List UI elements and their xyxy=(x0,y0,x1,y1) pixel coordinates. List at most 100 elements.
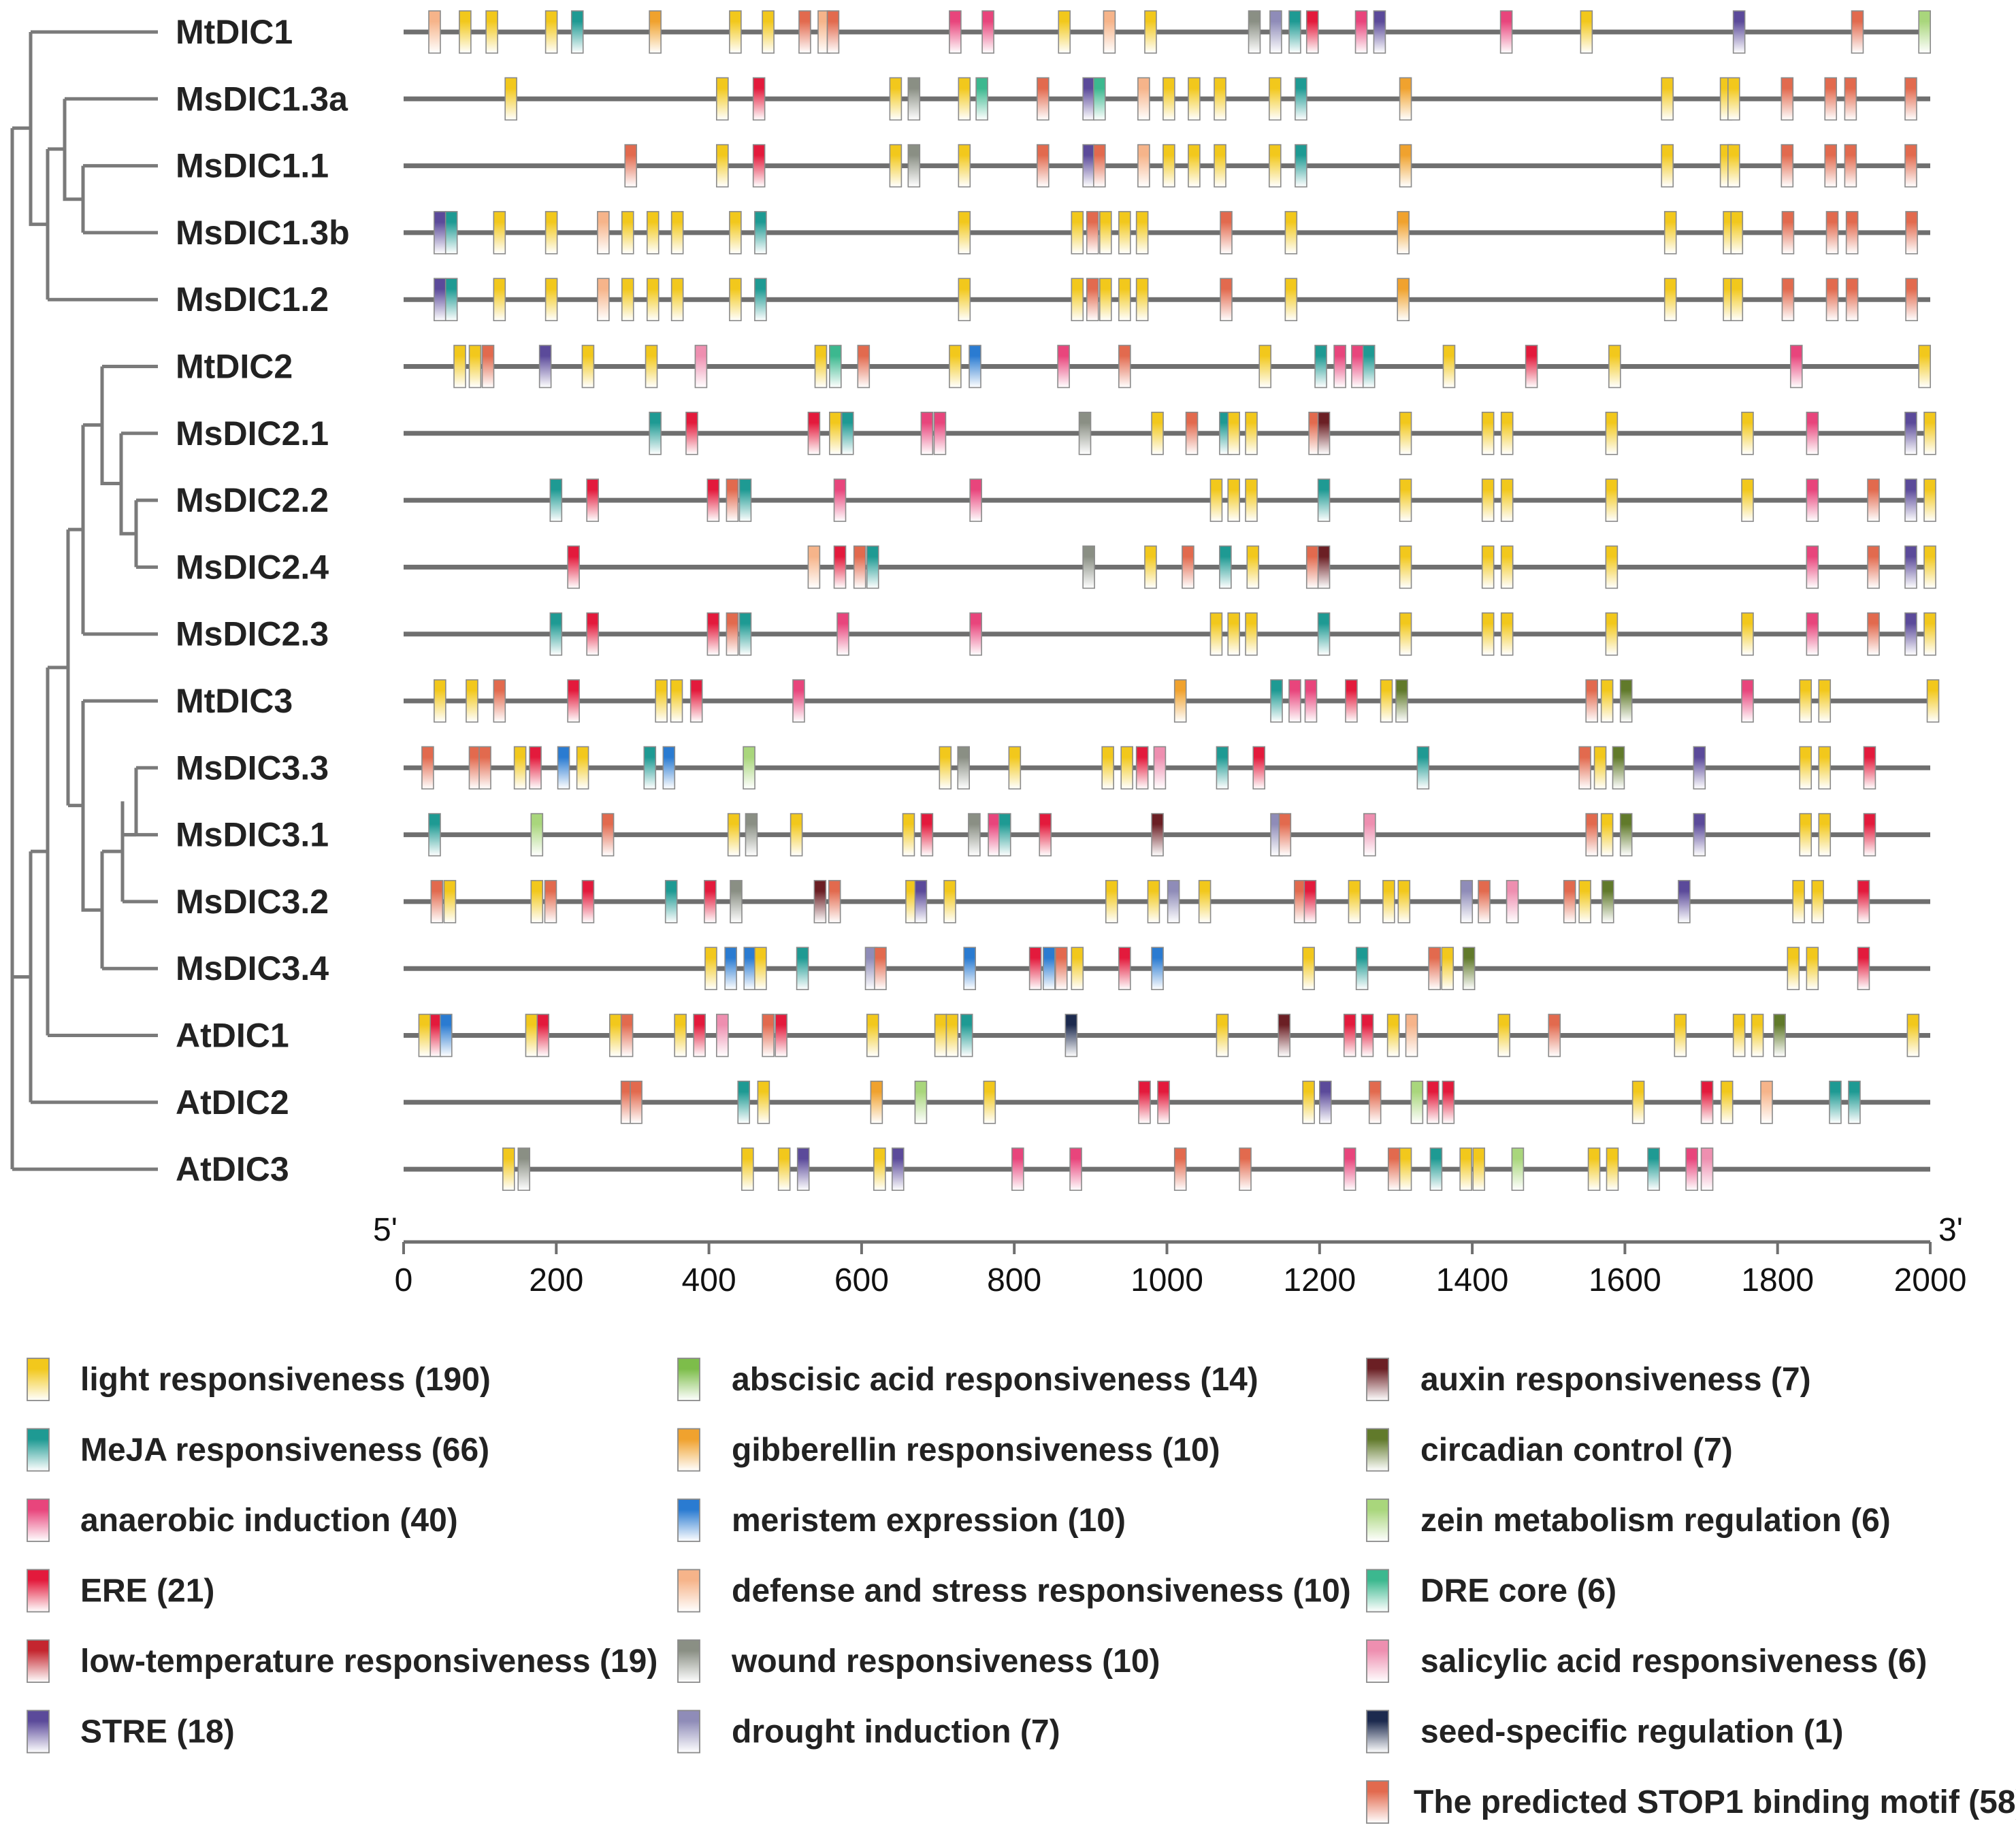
cis-element-light xyxy=(1500,411,1514,455)
gene-row: MsDIC1.3a xyxy=(176,77,1930,121)
cis-element-circadian xyxy=(1462,947,1476,990)
legend-item-zein: zein metabolism regulation (6) xyxy=(1366,1499,1891,1542)
cis-element-stre xyxy=(434,278,446,322)
cis-element-light xyxy=(1926,679,1940,723)
axis-tick-label: 400 xyxy=(682,1262,736,1298)
cis-element-light xyxy=(704,947,717,990)
legend-item-drought: drought induction (7) xyxy=(677,1709,1060,1754)
cis-element-auxin xyxy=(1151,813,1164,857)
cis-element-meristem xyxy=(662,746,676,790)
legend-item-anaerobic: anaerobic induction (40) xyxy=(27,1499,458,1542)
cis-element-stop1 xyxy=(1185,411,1199,455)
cis-element-anaerobic xyxy=(969,612,982,656)
cis-element-stre xyxy=(891,1147,905,1191)
cis-element-light xyxy=(1071,278,1084,322)
cis-element-stop1 xyxy=(1781,77,1794,121)
cis-element-light xyxy=(1071,211,1084,255)
cis-element-stop1 xyxy=(481,344,495,389)
cis-element-light xyxy=(1214,77,1226,121)
cis-element-stop1 xyxy=(430,880,444,923)
cis-element-ere xyxy=(1700,1081,1714,1124)
cis-element-dre xyxy=(975,77,988,121)
cis-element-auxin xyxy=(1317,545,1331,589)
cis-element-light xyxy=(1399,411,1412,455)
cis-element-light xyxy=(1811,880,1824,923)
cis-element-meja xyxy=(1647,1147,1660,1191)
cis-element-stop1 xyxy=(1845,211,1859,255)
cis-element-defense xyxy=(807,545,821,589)
cis-element-defense xyxy=(1137,77,1150,121)
cis-element-wound xyxy=(1082,545,1095,589)
cis-element-ere xyxy=(1427,1081,1440,1124)
cis-element-light xyxy=(777,1147,791,1191)
cis-element-light xyxy=(1481,411,1495,455)
cis-element-light xyxy=(504,77,517,121)
cis-element-light xyxy=(945,1013,959,1058)
cis-element-stop1 xyxy=(1781,144,1794,188)
cis-element-light xyxy=(493,278,506,322)
cis-element-zein xyxy=(914,1081,928,1124)
cis-element-stop1 xyxy=(1825,211,1839,255)
cis-element-wound xyxy=(1078,411,1092,455)
cis-element-anaerobic xyxy=(836,612,849,656)
phylogenetic-tree xyxy=(10,30,158,1171)
cis-element-meja xyxy=(960,1013,973,1058)
gene-rows: MtDIC1MsDIC1.3aMsDIC1.1MsDIC1.3bMsDIC1.2… xyxy=(176,10,1940,1191)
cis-element-light xyxy=(1818,813,1832,857)
cis-element-light xyxy=(544,10,558,54)
cis-element-light xyxy=(1399,1147,1412,1191)
cis-element-stop1 xyxy=(1563,880,1576,923)
cis-element-anaerobic xyxy=(1685,1147,1698,1191)
cis-element-ere xyxy=(752,77,766,121)
cis-element-light xyxy=(1397,880,1411,923)
legend-label: STRE (18) xyxy=(80,1714,235,1750)
cis-element-auxin xyxy=(813,880,827,923)
cis-element-light xyxy=(1923,612,1936,656)
cis-element-stop1 xyxy=(1173,1147,1187,1191)
cis-element-anaerobic xyxy=(1806,411,1819,455)
cis-element-meja xyxy=(428,813,441,857)
legend-label: meristem expression (10) xyxy=(732,1503,1126,1539)
cis-element-meja xyxy=(643,746,657,790)
cis-element-ere xyxy=(1863,813,1876,857)
cis-element-meja xyxy=(649,411,662,455)
cis-element-salicylic xyxy=(694,344,708,389)
cis-element-stop1 xyxy=(1851,10,1864,54)
cis-element-light xyxy=(1741,478,1754,522)
legend-item-light: light responsiveness (190) xyxy=(27,1358,491,1401)
legend-label: wound responsiveness (10) xyxy=(731,1643,1160,1680)
legend-item-meja: MeJA responsiveness (66) xyxy=(27,1428,489,1472)
cis-element-ere xyxy=(807,411,821,455)
cis-element-light xyxy=(1661,144,1674,188)
axis-tick-label: 600 xyxy=(834,1262,889,1298)
cis-element-light xyxy=(814,344,828,389)
legend-item-wound: wound responsiveness (10) xyxy=(677,1639,1160,1683)
cis-element-stop1 xyxy=(421,746,434,790)
cis-element-drought xyxy=(1167,880,1180,923)
cis-element-light xyxy=(1799,813,1812,857)
tree-branch xyxy=(119,433,136,536)
cis-element-ere xyxy=(586,478,599,522)
gene-label: MtDIC3 xyxy=(176,682,293,720)
cis-element-light xyxy=(1605,612,1619,656)
cis-element-wound xyxy=(957,746,971,790)
gene-label: MsDIC1.3b xyxy=(176,214,350,252)
cis-element-stop1 xyxy=(1824,144,1838,188)
cis-element-light xyxy=(1008,746,1022,790)
cis-element-gibberellin xyxy=(1399,77,1412,121)
cis-element-anaerobic xyxy=(1011,1147,1024,1191)
cis-element-light xyxy=(1605,411,1619,455)
legend-swatch xyxy=(1366,1428,1389,1472)
axis-tick-label: 2000 xyxy=(1894,1262,1967,1298)
cis-element-meja xyxy=(866,545,879,589)
cis-element-anaerobic xyxy=(1333,344,1346,389)
cis-element-light xyxy=(1258,344,1272,389)
axis-tick-label: 1400 xyxy=(1436,1262,1509,1298)
cis-element-defense xyxy=(1137,144,1150,188)
cis-element-stre xyxy=(434,211,446,255)
gene-row: MsDIC1.1 xyxy=(176,144,1930,188)
cis-element-stop1 xyxy=(726,478,739,522)
cis-element-light xyxy=(1497,1013,1511,1058)
cis-element-zein xyxy=(1918,10,1931,54)
